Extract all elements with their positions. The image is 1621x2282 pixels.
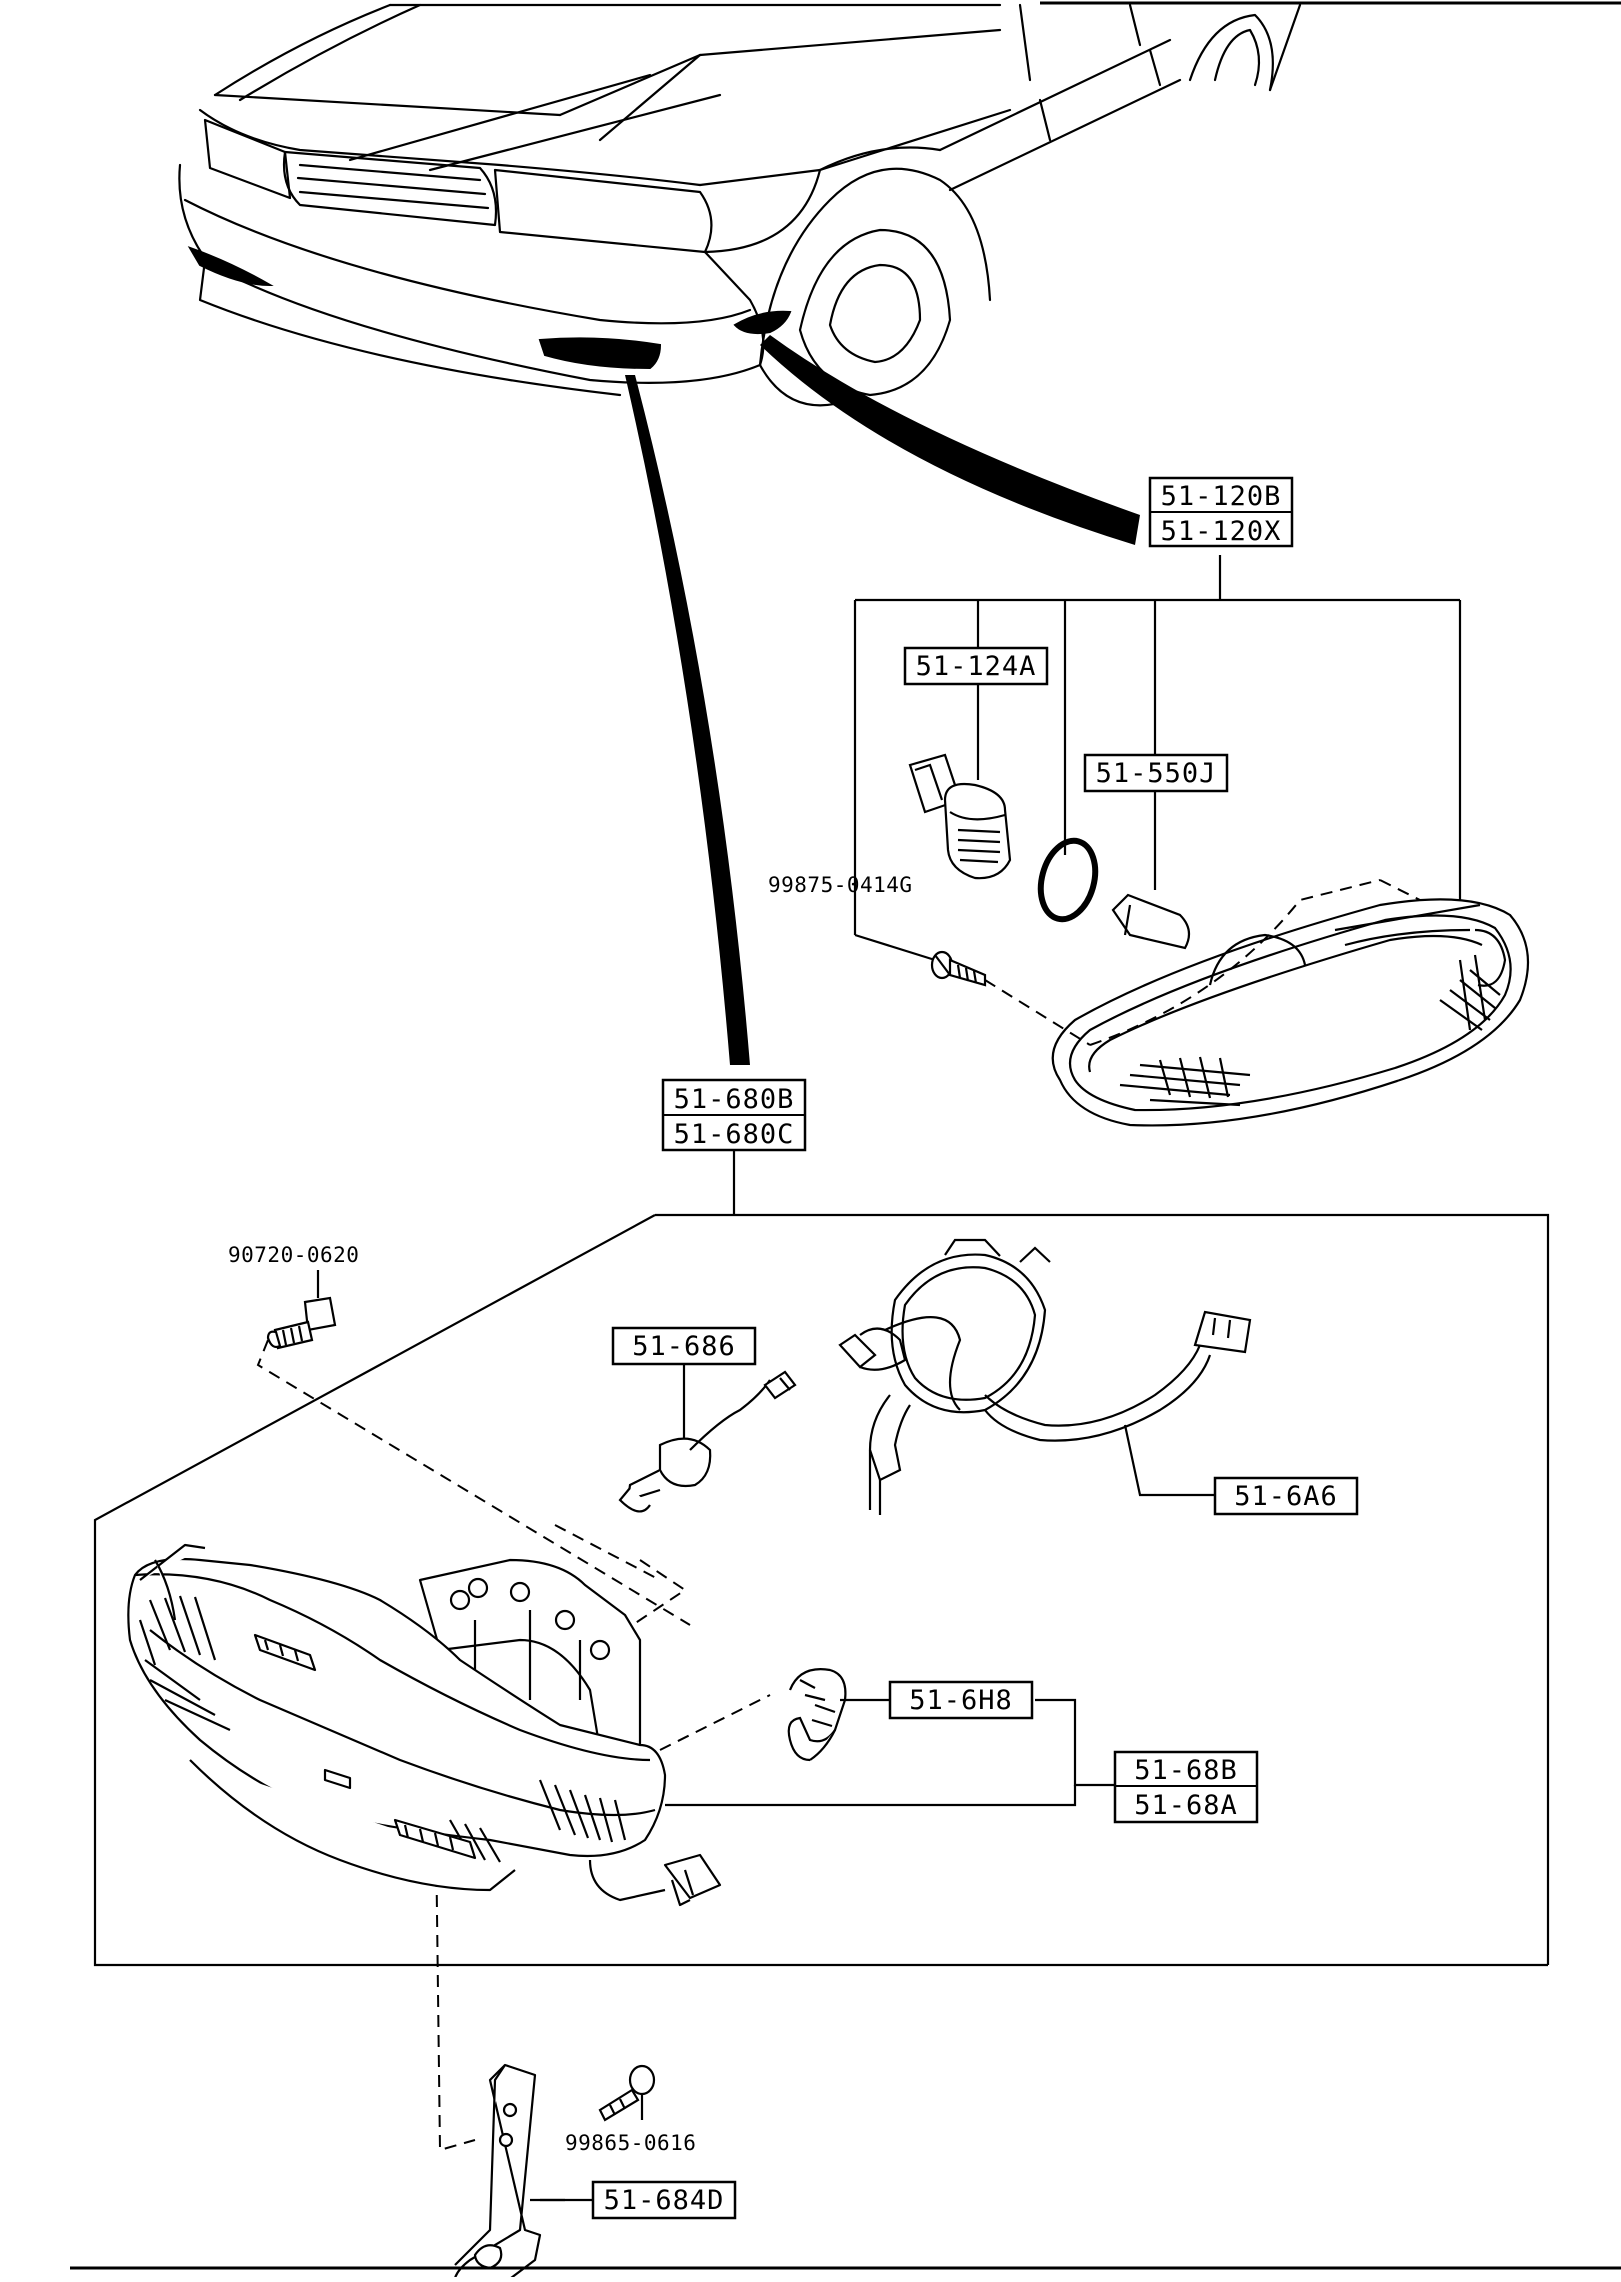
callout-label: 51-120X bbox=[1161, 516, 1282, 547]
callout-screw-bracket: 99865-0616 bbox=[565, 2131, 696, 2155]
callout-cap: 51-6H8 bbox=[888, 1680, 1034, 1720]
socket-part bbox=[908, 753, 1012, 880]
callout-bolt-top: 90720-0620 bbox=[228, 1243, 359, 1267]
callout-label: 51-68A bbox=[1134, 1790, 1238, 1821]
marker-screw bbox=[930, 950, 987, 987]
callout-label: 51-68B bbox=[1134, 1755, 1238, 1786]
callout-bulb: 51-550J bbox=[1083, 753, 1229, 793]
callout-socket: 51-124A bbox=[903, 646, 1049, 686]
wedge-bulb bbox=[1111, 893, 1191, 950]
bolt-top-part bbox=[266, 1270, 337, 1350]
callout-label: 51-6H8 bbox=[909, 1685, 1013, 1716]
side-marker-lamp bbox=[1051, 898, 1530, 1127]
callout-fog-bulb: 51-686 bbox=[611, 1326, 757, 1366]
marker-dashed-lines bbox=[984, 879, 1421, 1046]
callout-label: 51-686 bbox=[632, 1331, 736, 1362]
leader-side-marker bbox=[760, 335, 1140, 545]
callout-label: 51-550J bbox=[1096, 758, 1217, 789]
fog-bulb-part bbox=[618, 1364, 797, 1513]
callout-label: 51-684D bbox=[604, 2185, 725, 2216]
callout-side-marker: 51-120B 51-120X bbox=[1148, 476, 1294, 548]
leader-fog-lamp bbox=[625, 375, 750, 1065]
callout-label: 51-124A bbox=[916, 651, 1037, 682]
callout-label: 51-680B bbox=[674, 1084, 795, 1115]
car-illustration bbox=[178, 3, 1302, 407]
side-marker-group bbox=[853, 555, 1462, 962]
callout-harness: 51-6A6 bbox=[1213, 1476, 1359, 1516]
o-ring bbox=[1037, 837, 1099, 923]
callout-adjust: 51-68B 51-68A bbox=[1113, 1750, 1259, 1824]
callout-screw-marker: 99875-0414G bbox=[768, 873, 913, 897]
bracket-screw-part bbox=[598, 2064, 656, 2122]
callout-bracket: 51-684D bbox=[591, 2180, 737, 2220]
adjust-bracket-lines bbox=[665, 1698, 1115, 1807]
callout-label: 51-680C bbox=[674, 1119, 795, 1150]
callout-fog-lamp: 51-680B 51-680C bbox=[661, 1078, 807, 1152]
mounting-bracket-part bbox=[453, 2063, 565, 2282]
fog-lamp-housing bbox=[127, 1543, 722, 1907]
car-lamp-openings bbox=[187, 246, 792, 370]
harness-part bbox=[838, 1238, 1252, 1515]
callout-label: 51-120B bbox=[1161, 481, 1282, 512]
callout-label: 51-6A6 bbox=[1234, 1481, 1338, 1512]
rubber-cap-part bbox=[787, 1668, 847, 1762]
fog-lamp-frame bbox=[93, 1150, 1550, 1967]
